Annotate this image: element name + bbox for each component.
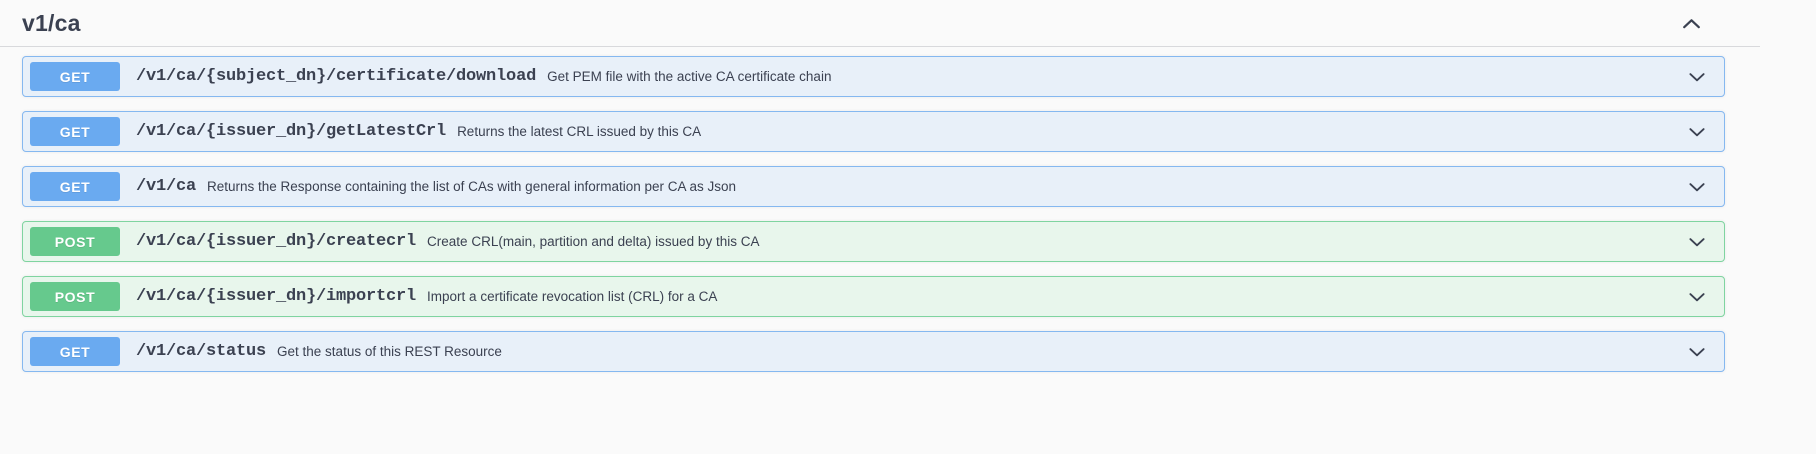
section-collapse-button[interactable] xyxy=(1676,11,1706,35)
chevron-down-icon xyxy=(1689,72,1705,81)
http-method-badge: POST xyxy=(30,282,120,311)
operation-row[interactable]: POST /v1/ca/{issuer_dn}/importcrl Import… xyxy=(22,276,1725,317)
chevron-down-icon xyxy=(1689,182,1705,191)
opblock-tag-header[interactable]: v1/ca xyxy=(0,0,1760,47)
chevron-down-icon xyxy=(1689,347,1705,356)
operations-list: GET /v1/ca/{subject_dn}/certificate/down… xyxy=(0,47,1760,372)
chevron-down-icon xyxy=(1689,292,1705,301)
chevron-down-icon xyxy=(1689,237,1705,246)
operation-path: /v1/ca/{issuer_dn}/getLatestCrl xyxy=(136,122,447,141)
operation-path: /v1/ca/{subject_dn}/certificate/download xyxy=(136,67,537,86)
operation-summary: Import a certificate revocation list (CR… xyxy=(427,289,718,304)
operation-expand-button[interactable] xyxy=(1684,174,1710,200)
operation-expand-button[interactable] xyxy=(1684,339,1710,365)
http-method-badge: GET xyxy=(30,337,120,366)
operation-summary: Returns the Response containing the list… xyxy=(207,179,737,194)
operation-summary: Get PEM file with the active CA certific… xyxy=(547,69,832,84)
operation-path: /v1/ca xyxy=(136,177,197,196)
chevron-down-icon xyxy=(1689,127,1705,136)
page-title: v1/ca xyxy=(22,9,81,36)
operation-expand-button[interactable] xyxy=(1684,64,1710,90)
http-method-badge: GET xyxy=(30,117,120,146)
opblock-tag-section-v1-ca: v1/ca GET /v1/ca/{subject_dn}/certificat… xyxy=(0,0,1760,372)
chevron-up-icon xyxy=(1682,18,1700,28)
operation-row[interactable]: GET /v1/ca/{subject_dn}/certificate/down… xyxy=(22,56,1725,97)
operation-path: /v1/ca/status xyxy=(136,342,267,361)
operation-summary: Get the status of this REST Resource xyxy=(277,344,502,359)
operation-expand-button[interactable] xyxy=(1684,229,1710,255)
http-method-badge: POST xyxy=(30,227,120,256)
operation-summary: Returns the latest CRL issued by this CA xyxy=(457,124,702,139)
operation-expand-button[interactable] xyxy=(1684,284,1710,310)
operation-path: /v1/ca/{issuer_dn}/createcrl xyxy=(136,232,417,251)
operation-row[interactable]: GET /v1/ca/{issuer_dn}/getLatestCrl Retu… xyxy=(22,111,1725,152)
operation-path: /v1/ca/{issuer_dn}/importcrl xyxy=(136,287,417,306)
operation-row[interactable]: GET /v1/ca/status Get the status of this… xyxy=(22,331,1725,372)
operation-row[interactable]: GET /v1/ca Returns the Response containi… xyxy=(22,166,1725,207)
http-method-badge: GET xyxy=(30,172,120,201)
operation-summary: Create CRL(main, partition and delta) is… xyxy=(427,234,760,249)
http-method-badge: GET xyxy=(30,62,120,91)
operation-row[interactable]: POST /v1/ca/{issuer_dn}/createcrl Create… xyxy=(22,221,1725,262)
operation-expand-button[interactable] xyxy=(1684,119,1710,145)
